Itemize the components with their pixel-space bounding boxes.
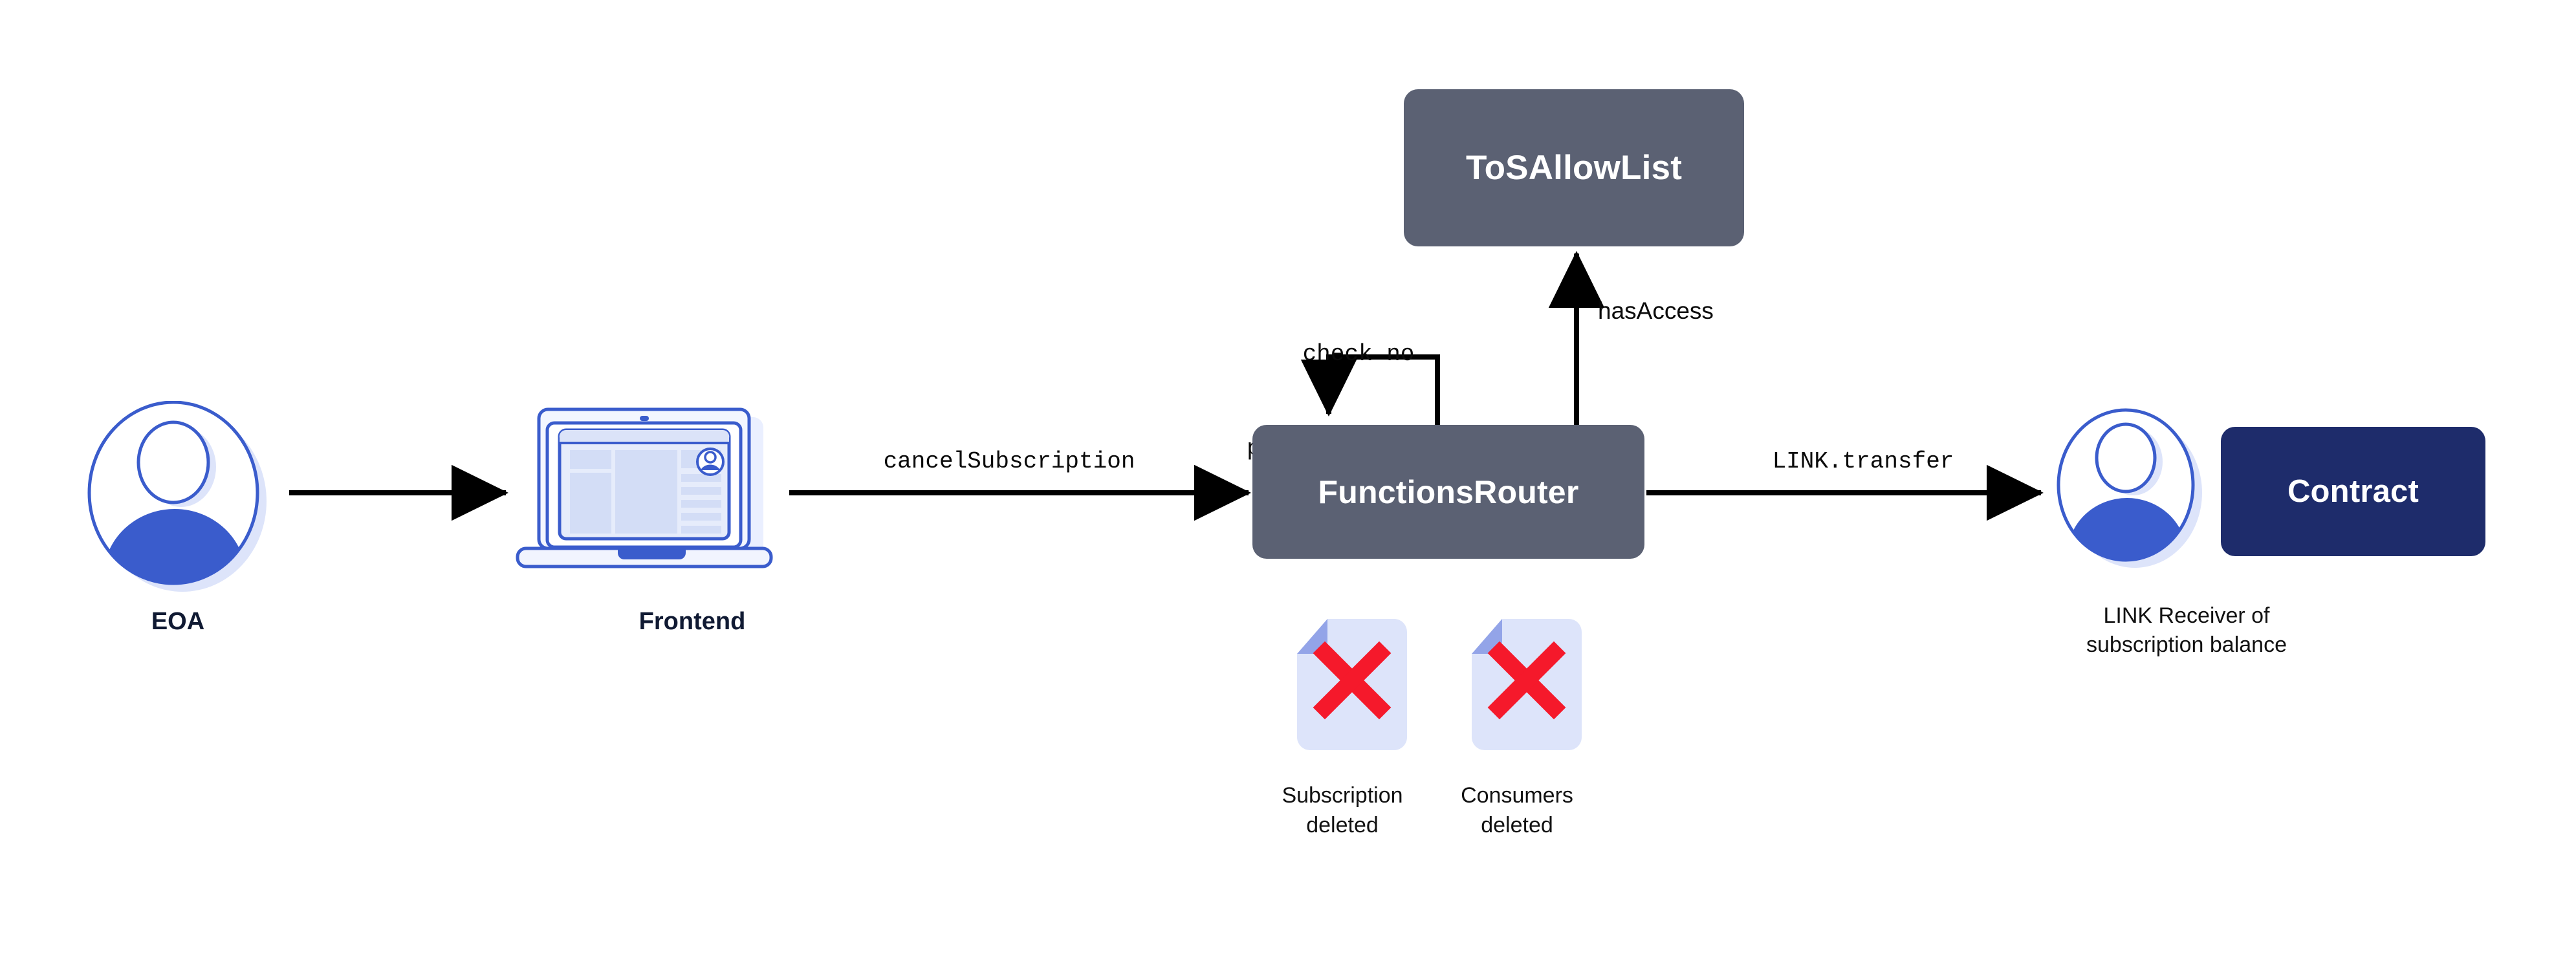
screen-user-icon [696,448,725,476]
subscription-deleted-line2: deleted [1306,812,1379,837]
laptop-icon [516,407,773,568]
contract-label: Contract [2287,474,2419,509]
eoa-avatar-icon [87,401,267,592]
consumers-deleted-file-icon [1472,619,1582,750]
consumers-deleted-caption: Consumers deleted [1436,781,1598,841]
edge-label-has-access: hasAccess [1598,297,1714,324]
tos-allowlist-node[interactable]: ToSAllowList [1404,89,1744,246]
subscription-deleted-line1: Subscription [1282,783,1403,808]
consumers-deleted-line1: Consumers [1461,783,1573,808]
edge-label-cancel-subscription: cancelSubscription [883,448,1135,475]
subscription-deleted-caption: Subscription deleted [1261,781,1423,841]
subscription-deleted-file-icon [1297,619,1407,750]
link-receiver-caption: LINK Receiver of subscription balance [1960,601,2413,660]
link-receiver-avatar-icon [2057,408,2202,568]
consumers-deleted-line2: deleted [1481,812,1553,837]
contract-node[interactable]: Contract [2221,427,2485,556]
frontend-label: Frontend [639,608,746,635]
check-pending-line1: check no [1302,341,1415,368]
link-receiver-line2: subscription balance [2086,632,2287,657]
link-receiver-line1: LINK Receiver of [2103,603,2270,628]
functions-router-node[interactable]: FunctionsRouter [1252,425,1644,559]
tos-allowlist-label: ToSAllowList [1465,149,1683,187]
eoa-label: EOA [151,608,205,635]
edge-router-self-loop [1300,354,1440,427]
edge-label-link-transfer: LINK.transfer [1772,448,1954,475]
functions-router-label: FunctionsRouter [1318,473,1579,510]
